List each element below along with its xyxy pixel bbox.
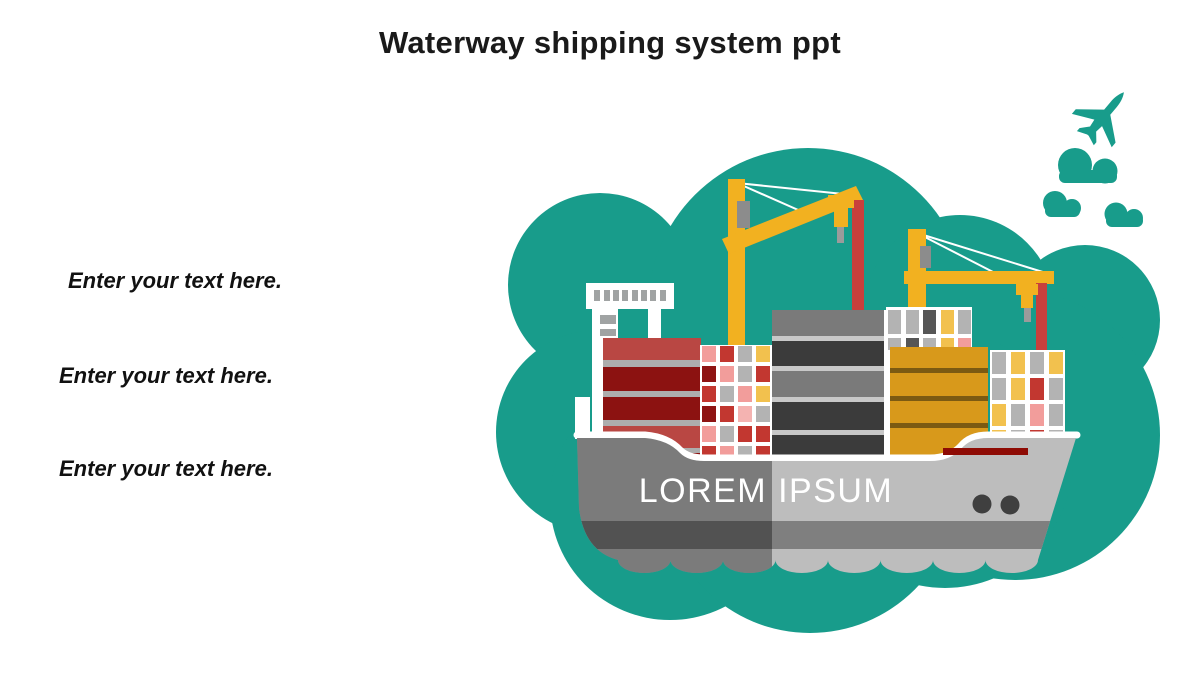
crane-right-hook [1024, 308, 1031, 322]
crane-right-jib [904, 271, 1054, 284]
slide-title: Waterway shipping system ppt [378, 25, 841, 60]
airplane-icon [1071, 92, 1124, 148]
porthole-1 [972, 494, 992, 514]
crane-right-counterweight [920, 246, 931, 268]
crane-left-red-mast [852, 200, 864, 312]
cloud-icon-3 [1104, 202, 1143, 227]
cloud-icon-2 [1043, 191, 1081, 217]
crane-right-mast [908, 229, 926, 311]
text-placeholder-1: Enter your text here. [68, 268, 282, 293]
crane-left-counterweight [737, 201, 750, 228]
text-placeholder-3: Enter your text here. [59, 456, 273, 481]
deck-edge-line [573, 431, 1081, 462]
text-placeholder-2: Enter your text here. [59, 363, 273, 388]
ship-name-text: LOREM IPSUM [639, 472, 894, 510]
container-checkered-2 [886, 307, 972, 350]
bridge-windows [594, 290, 666, 301]
container-checkered-1 [700, 345, 772, 462]
crane-left-jib [722, 186, 863, 254]
crane-left-cables [736, 182, 854, 214]
cargo-ship: LOREM IPSUM [573, 179, 1081, 573]
crane-right [904, 229, 1054, 353]
crane-left-hook [837, 227, 844, 243]
crane-left [722, 179, 864, 346]
bow-post [575, 397, 590, 439]
ship-hull: LOREM IPSUM [577, 438, 1076, 573]
crane-right-red-mast [1036, 283, 1047, 353]
container-dark [772, 310, 890, 462]
crane-right-cables [916, 232, 1047, 274]
porthole-2 [1000, 495, 1020, 515]
hull-waterline-band [577, 521, 1050, 549]
cloud-icon-1 [1058, 148, 1118, 184]
sky-icons [1043, 92, 1143, 227]
bow-stripe [943, 448, 1028, 455]
